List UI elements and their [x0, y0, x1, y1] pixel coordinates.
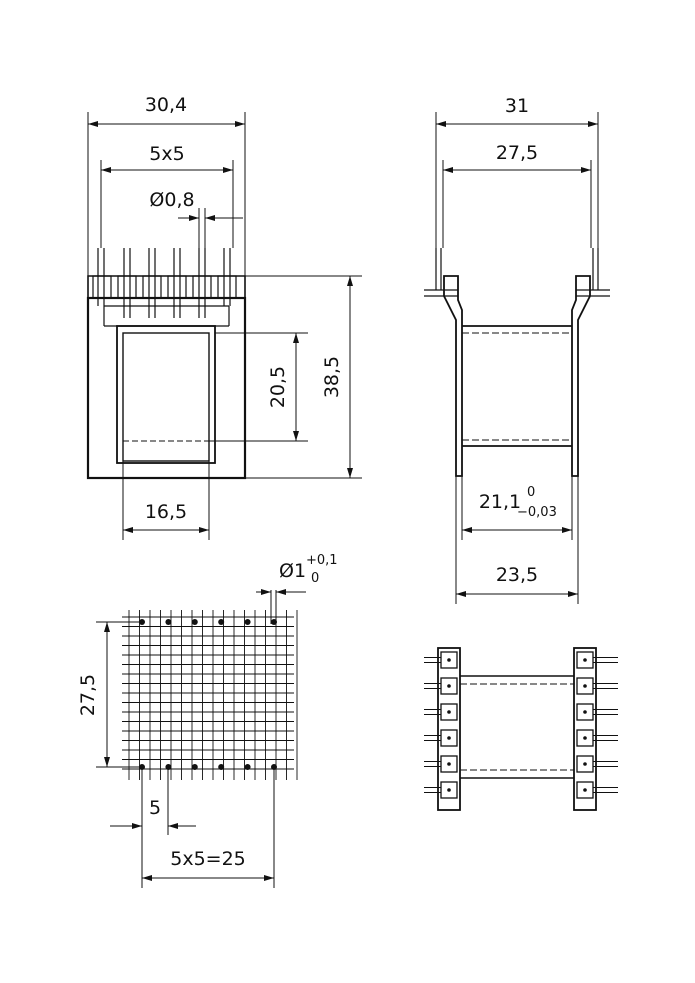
pcb-dimension-lines — [96, 589, 306, 888]
bottom-pin-dot — [447, 788, 451, 792]
front-pins — [97, 248, 231, 318]
pcb-grid — [122, 610, 298, 780]
front-pin-diameter-label: Ø0,8 — [149, 189, 194, 211]
bottom-pin-pad — [576, 703, 594, 721]
bottom-flanges — [437, 647, 597, 811]
side-dimension-lines — [435, 112, 599, 604]
pcb-hole — [244, 764, 251, 770]
side-pins — [424, 248, 610, 297]
bottom-pin-pad — [440, 677, 458, 695]
bottom-pin-pad — [576, 729, 594, 747]
pcb-pin-span-label: 5x5=25 — [170, 848, 246, 870]
bottom-view — [424, 647, 618, 811]
bottom-pin-pad — [440, 781, 458, 799]
bottom-pads — [424, 651, 618, 799]
bottom-pin-pad — [576, 677, 594, 695]
pcb-hole — [139, 619, 145, 625]
side-core-tol-lower: −0,03 — [517, 505, 557, 520]
pcb-hole-tol-upper: +0,1 — [306, 553, 338, 568]
bottom-pin-dot — [447, 658, 451, 662]
pcb-hole-diameter-label: Ø1 — [279, 560, 306, 582]
pcb-hole — [218, 764, 225, 770]
bottom-pin-pad — [440, 703, 458, 721]
bottom-pin-dot — [583, 658, 587, 662]
bottom-pin-dot — [583, 736, 587, 740]
side-core-width-label: 21,1 — [479, 491, 521, 513]
front-overall-height-label: 38,5 — [321, 356, 343, 398]
bottom-pin-dot — [583, 788, 587, 792]
pcb-hole — [165, 619, 172, 625]
bottom-pin-pad — [440, 651, 458, 669]
side-overall-width-label: 31 — [505, 95, 529, 117]
pcb-row-distance-label: 27,5 — [77, 674, 99, 716]
front-body-outline — [86, 275, 247, 480]
side-core-tol-upper: 0 — [527, 485, 535, 500]
bottom-pin-dot — [447, 762, 451, 766]
side-flange-width-label: 23,5 — [496, 564, 538, 586]
bottom-pin-pad — [440, 755, 458, 773]
pcb-hole — [191, 764, 198, 770]
side-view: 31 27,5 21,1 0 −0,03 23,5 — [424, 95, 610, 604]
bottom-pin-dot — [583, 710, 587, 714]
pcb-holes — [139, 619, 277, 770]
bottom-pin-pad — [576, 651, 594, 669]
bottom-pin-dot — [447, 710, 451, 714]
bottom-pin-dot — [583, 684, 587, 688]
pcb-hole — [218, 619, 225, 625]
side-core — [462, 325, 572, 447]
bottom-pin-pad — [576, 755, 594, 773]
front-view: 30,4 5x5 Ø0,8 20,5 38,5 16,5 — [86, 94, 362, 540]
pcb-hole-tol-lower: 0 — [311, 571, 319, 586]
pcb-hole — [191, 619, 198, 625]
bottom-pin-pad — [576, 781, 594, 799]
pcb-layout: Ø1 +0,1 0 27,5 5 5x5=25 — [77, 553, 338, 888]
bottom-core — [460, 675, 574, 779]
front-pin-sockets — [92, 275, 237, 299]
side-pin-row-label: 27,5 — [496, 142, 538, 164]
bottom-pin-dot — [583, 762, 587, 766]
pcb-hole — [244, 619, 251, 625]
front-dimension-lines — [87, 112, 362, 540]
front-overall-width-label: 30,4 — [145, 94, 187, 116]
front-window-width-label: 16,5 — [145, 501, 187, 523]
front-window-height-label: 20,5 — [267, 366, 289, 408]
pcb-grid-pitch-label: 5 — [149, 797, 161, 819]
bottom-pin-dot — [447, 736, 451, 740]
bottom-pin-dot — [447, 684, 451, 688]
bottom-pin-pad — [440, 729, 458, 747]
front-pin-span-label: 5x5 — [149, 143, 184, 165]
